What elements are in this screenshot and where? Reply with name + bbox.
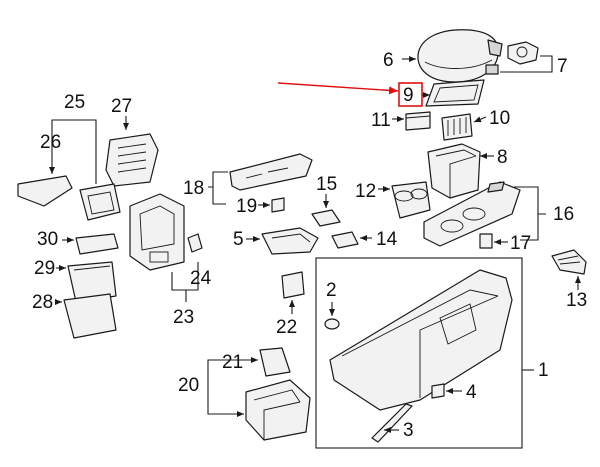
part-21-bracket (259, 347, 291, 377)
part-1-console (329, 269, 513, 411)
callout-14: 14 (376, 229, 398, 250)
callout-20: 20 (178, 375, 199, 396)
callout-1: 1 (538, 360, 549, 381)
callout-19: 19 (236, 196, 257, 217)
part-26-tray (17, 175, 73, 207)
callout-18: 18 (183, 178, 204, 199)
part-13-switch (551, 249, 587, 275)
part-12-cup-holder (391, 181, 431, 219)
part-9-pad (425, 79, 485, 107)
part-10-coin-holder (441, 113, 473, 141)
part-3-trim-strip (371, 403, 413, 443)
part-15-plate (311, 209, 341, 227)
callout-4: 4 (466, 382, 477, 403)
part-24-clip (187, 233, 203, 253)
callout-8: 8 (497, 147, 508, 168)
callout-27: 27 (111, 96, 132, 117)
part-23-side-panel (129, 193, 185, 271)
part-8-storage-bin (427, 143, 481, 199)
part-19-clip (271, 197, 285, 213)
callout-30: 30 (37, 229, 58, 250)
part-29-bin (67, 261, 117, 303)
console-frame (315, 257, 523, 449)
callout-23: 23 (173, 307, 194, 328)
callout-16: 16 (553, 204, 574, 225)
part-2-plug (324, 318, 340, 330)
callout-2: 2 (326, 280, 337, 301)
callout-17: 17 (510, 233, 531, 254)
callout-7: 7 (557, 56, 568, 77)
part-6-armrest-lid (417, 29, 503, 83)
part-11-insert (405, 111, 431, 131)
callout-21: 21 (222, 352, 243, 373)
callout-6: 6 (383, 50, 394, 71)
callout-5: 5 (233, 229, 244, 250)
callout-11: 11 (371, 110, 391, 131)
part-27-vent (105, 133, 159, 187)
callout-29: 29 (34, 258, 55, 279)
callout-22: 22 (276, 317, 297, 338)
callout-10: 10 (489, 108, 510, 129)
part-17-clip (479, 233, 493, 249)
part-22-switch (281, 271, 305, 299)
part-5-bracket (261, 227, 319, 255)
part-16-console-trim (423, 181, 521, 247)
part-28-liner (63, 293, 117, 339)
part-7-latch (485, 41, 539, 75)
callout-28: 28 (32, 292, 53, 313)
part-20-housing (245, 379, 311, 441)
callout-9: 9 (403, 85, 414, 106)
callout-25: 25 (64, 92, 85, 113)
part-25-bezel (79, 183, 121, 221)
part-14-pad (331, 231, 359, 249)
callout-13: 13 (566, 290, 587, 311)
part-4-clip (431, 383, 445, 399)
callout-26: 26 (40, 132, 61, 153)
highlight-pointer (277, 82, 399, 95)
part-30-tray (75, 233, 119, 255)
callout-15: 15 (316, 174, 337, 195)
callout-3: 3 (403, 420, 414, 441)
callout-12: 12 (355, 181, 376, 202)
part-18-shift-bezel (229, 153, 313, 191)
callout-24: 24 (190, 268, 212, 289)
